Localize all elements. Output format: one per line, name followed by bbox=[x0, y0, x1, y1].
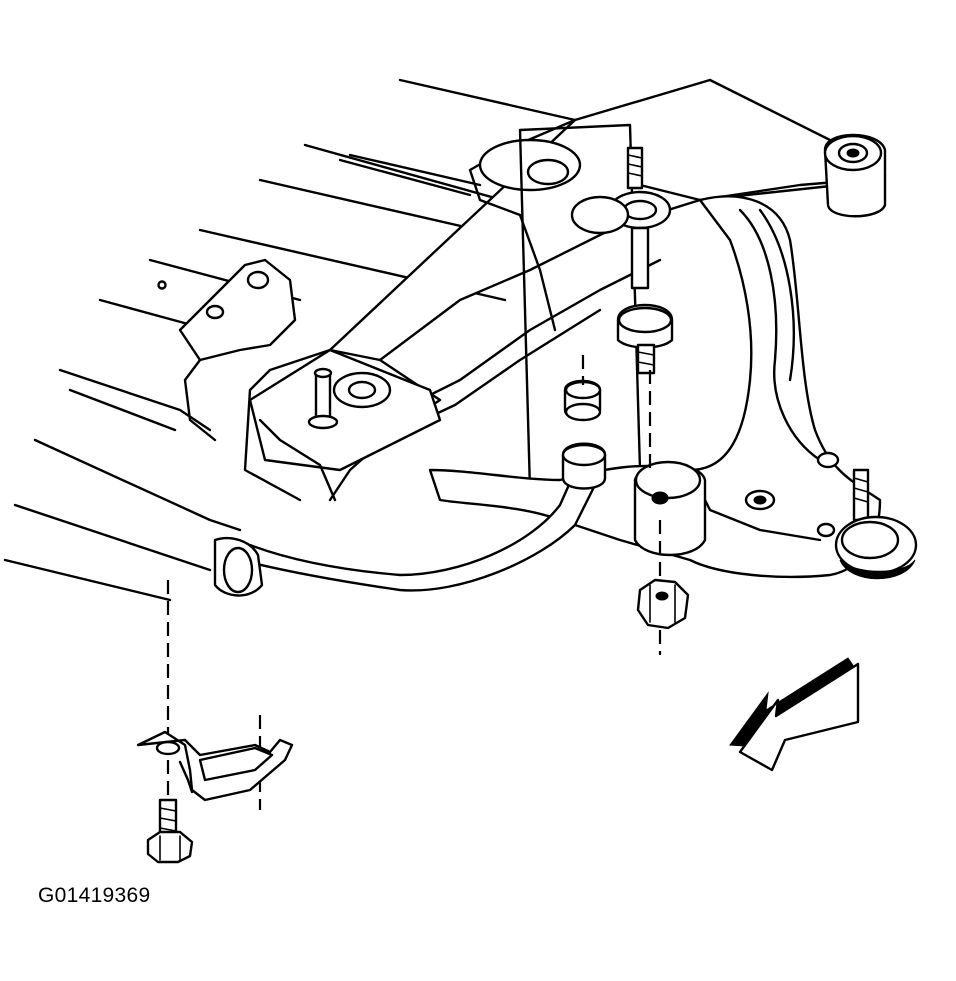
stabilizer-clamp-bracket bbox=[136, 730, 294, 802]
ball-joint bbox=[834, 468, 918, 580]
direction-arrow-icon bbox=[729, 657, 860, 772]
insulator-bushing bbox=[633, 460, 707, 557]
engine-mount-bracket bbox=[178, 258, 442, 502]
link-bushings bbox=[561, 379, 607, 490]
link-nut bbox=[636, 578, 690, 630]
frame-rails bbox=[3, 78, 712, 602]
clamp-bolt bbox=[146, 798, 194, 864]
figure-code: G01419369 bbox=[38, 884, 151, 907]
stabilizer-link-bolt bbox=[570, 146, 674, 375]
rear-mount-bushing bbox=[823, 133, 887, 218]
